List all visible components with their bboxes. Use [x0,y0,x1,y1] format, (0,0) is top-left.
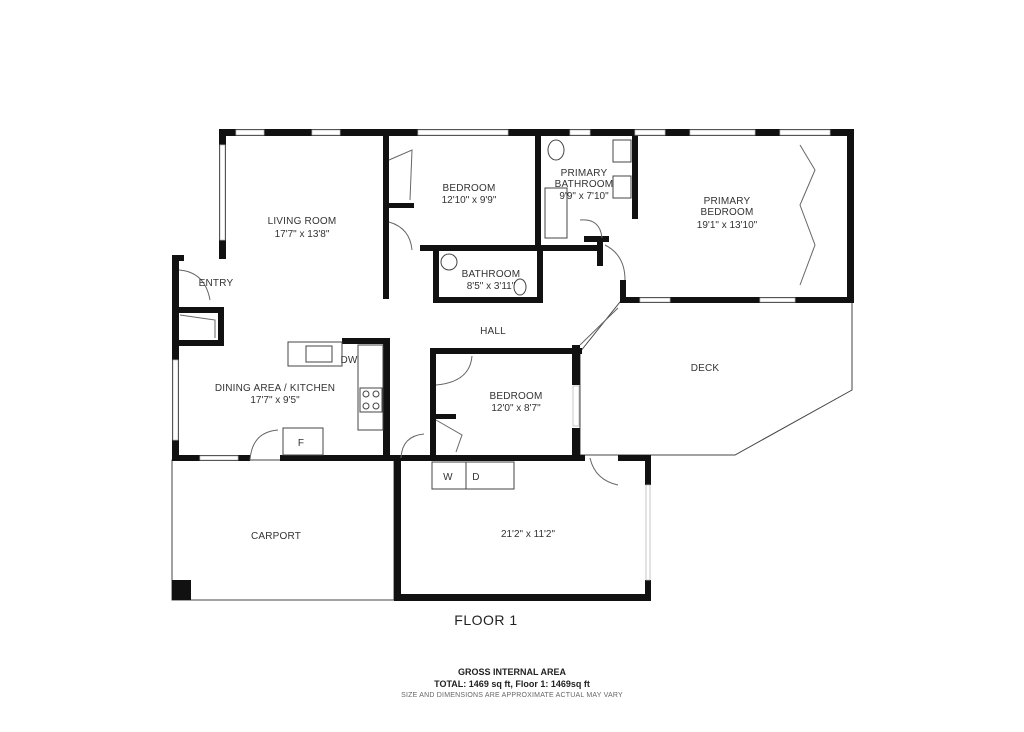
living-room-name: LIVING ROOM [268,216,337,227]
primary-bathroom-name-1: PRIMARY [561,168,608,179]
floor-title: FLOOR 1 [454,612,517,628]
disclaimer-note: SIZE AND DIMENSIONS ARE APPROXIMATE ACTU… [401,692,623,699]
dw-label: DW [340,355,357,366]
carport-outline [171,459,395,601]
entry-name: ENTRY [199,278,234,289]
bedroom-2-dims: 12'0" x 8'7" [491,403,541,414]
bath-fixtures [440,139,632,296]
bedroom-1-name: BEDROOM [442,183,495,194]
washer-label: W [443,472,453,483]
primary-bathroom-name-2: BATHROOM [555,179,614,190]
door-swings [178,144,816,486]
dryer-label: D [472,472,479,483]
fridge-label: F [298,438,304,449]
bedroom-1-dims: 12'10" x 9'9" [442,195,497,206]
primary-bathroom-dims: 9'9" x 7'10" [559,191,609,202]
primary-bedroom-name-1: PRIMARY [704,196,751,207]
bathroom-dims: 8'5" x 3'11" [467,281,516,292]
dining-kitchen-name: DINING AREA / KITCHEN [215,383,335,394]
living-room-dims: 17'7" x 13'8" [275,229,330,240]
deck-outline [579,301,853,456]
carport-name: CARPORT [251,531,301,542]
deck-name: DECK [691,363,720,374]
gross-area-label: GROSS INTERNAL AREA [457,667,566,677]
bedroom-2-name: BEDROOM [489,391,542,402]
dining-kitchen-dims: 17'7" x 9'5" [250,395,300,406]
garage-dims: 21'2" x 11'2" [501,529,556,540]
total-area: TOTAL: 1469 sq ft, Floor 1: 1469sq ft [434,679,590,689]
windows [172,129,831,581]
kitchen-fixtures [282,341,515,490]
primary-bedroom-name-2: BEDROOM [700,207,753,218]
hall-name: HALL [480,326,506,337]
bathroom-name: BATHROOM [462,269,521,280]
primary-bedroom-dims: 19'1" x 13'10" [697,220,758,231]
walls [172,129,854,601]
room-labels: LIVING ROOM 17'7" x 13'8" BEDROOM 12'10"… [199,168,758,628]
